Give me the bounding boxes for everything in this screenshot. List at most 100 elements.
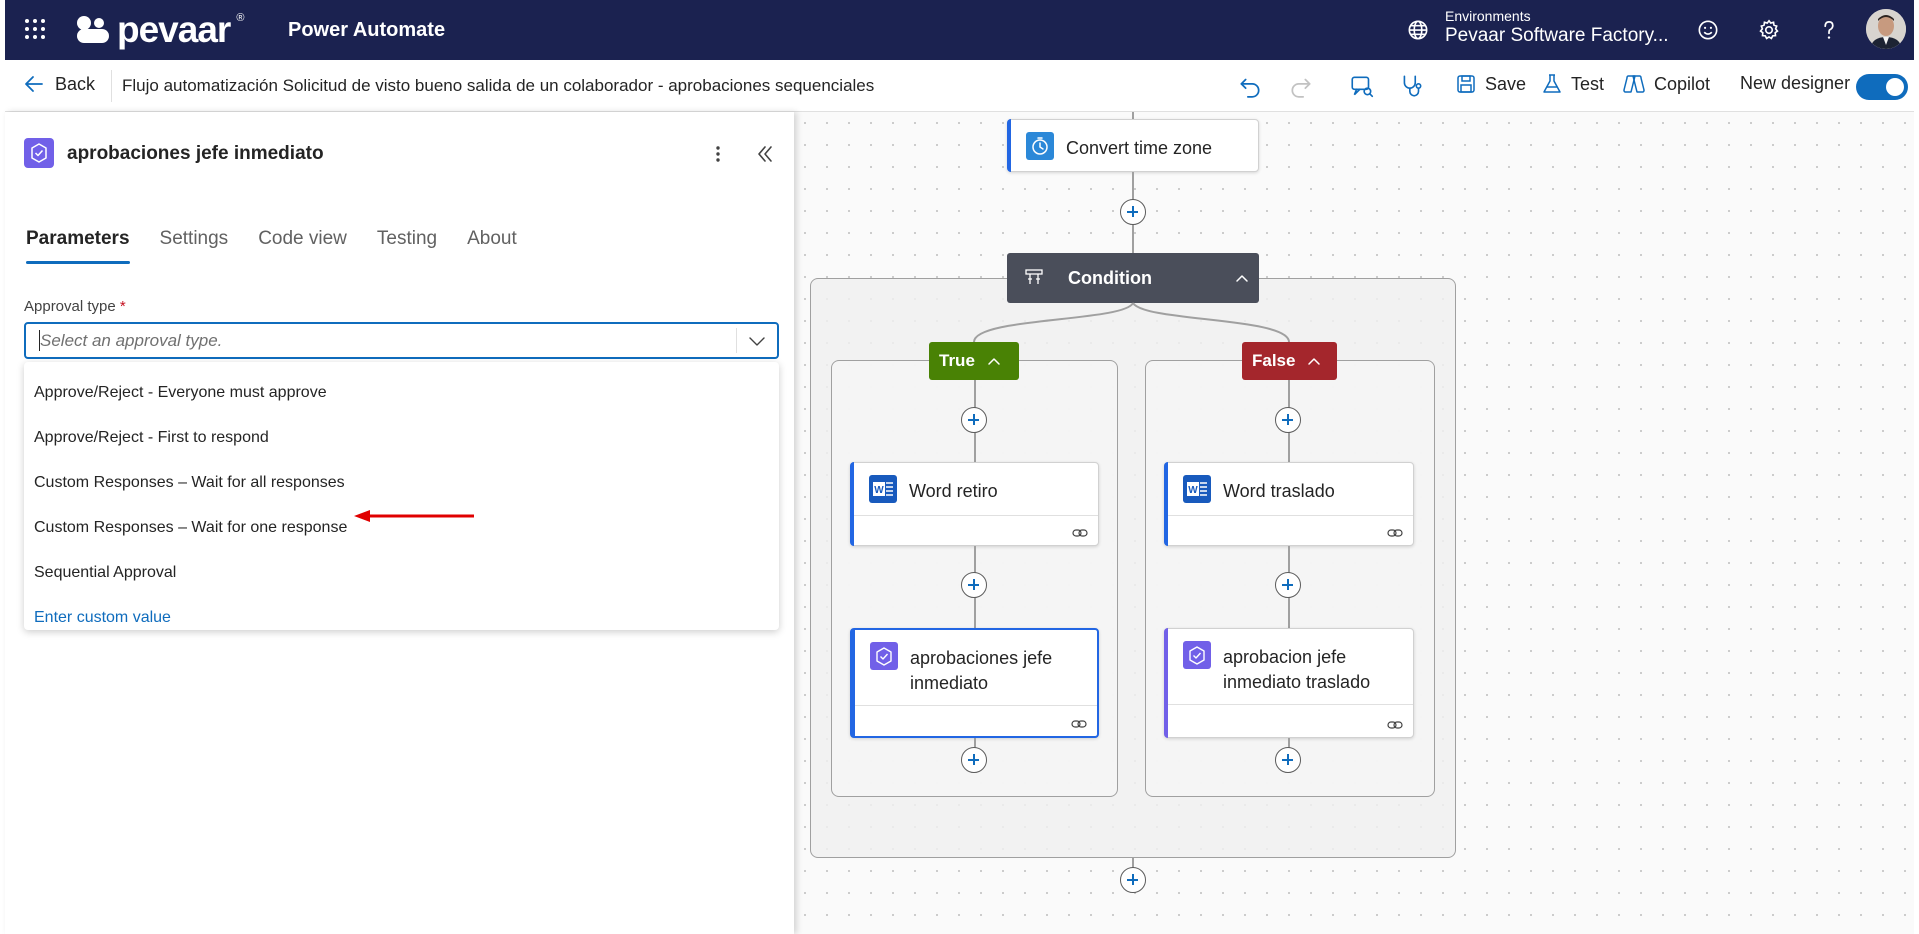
stethoscope-icon[interactable] [1399, 73, 1425, 99]
tab-parameters[interactable]: Parameters [26, 228, 130, 264]
add-step-button[interactable] [961, 407, 987, 433]
add-step-button[interactable] [1275, 572, 1301, 598]
flow-title[interactable]: Flujo automatización Solicitud de visto … [122, 76, 875, 95]
enter-custom-value-option[interactable]: Enter custom value [34, 609, 171, 626]
panel-title[interactable]: aprobaciones jefe inmediato [67, 143, 324, 164]
arrow-left-icon [25, 76, 43, 92]
app-launcher-icon[interactable] [23, 17, 47, 41]
copilot-button[interactable]: Copilot [1622, 73, 1710, 95]
more-options-icon[interactable] [708, 142, 728, 166]
card-title-line: aprobacion jefe [1223, 647, 1347, 667]
redo-icon[interactable] [1288, 73, 1314, 99]
undo-icon[interactable] [1237, 73, 1263, 99]
card-divider [1168, 704, 1413, 705]
link-icon [1072, 529, 1088, 537]
test-button[interactable]: Test [1541, 73, 1604, 95]
chevron-up-icon [988, 358, 1000, 365]
card-accent-bar [1164, 628, 1168, 738]
combobox-separator [736, 328, 737, 353]
flow-canvas[interactable]: Convert time zone Condition True W Word … [794, 112, 1914, 934]
dropdown-option[interactable]: Approve/Reject - First to respond [34, 429, 269, 446]
approval-type-label-text: Approval type [24, 298, 116, 315]
chevron-down-icon[interactable] [745, 329, 769, 353]
dropdown-option[interactable]: Custom Responses – Wait for all response… [34, 474, 345, 491]
new-designer-label: New designer [1740, 73, 1851, 93]
chevron-up-icon[interactable] [1235, 273, 1249, 283]
flow-checker-icon[interactable] [1349, 73, 1375, 99]
aprobaciones-jefe-inmediato-card[interactable]: aprobaciones jefe inmediato [850, 628, 1099, 738]
link-icon [1387, 721, 1403, 729]
svg-text:W: W [874, 485, 884, 496]
tab-settings[interactable]: Settings [159, 228, 229, 249]
clock-icon [1026, 132, 1054, 160]
true-label: True [939, 351, 975, 370]
text-caret [39, 330, 40, 351]
card-title: Convert time zone [1066, 138, 1213, 158]
approval-type-dropdown: Approve/Reject - Everyone must approve A… [24, 362, 779, 630]
condition-label: Condition [1068, 268, 1152, 288]
add-step-button[interactable] [961, 747, 987, 773]
user-avatar[interactable] [1866, 9, 1906, 49]
back-label: Back [55, 73, 96, 94]
card-title-line: inmediato traslado [1223, 672, 1371, 692]
card-divider [1168, 515, 1413, 516]
back-button[interactable]: Back [23, 73, 95, 95]
condition-icon [1025, 269, 1043, 284]
add-step-button[interactable] [961, 572, 987, 598]
environment-globe-icon[interactable] [1405, 17, 1431, 43]
toggle-knob [1886, 78, 1904, 96]
approval-type-combobox[interactable]: Select an approval type. [24, 322, 779, 359]
card-title-line: aprobaciones jefe [910, 648, 1053, 668]
dropdown-option[interactable]: Custom Responses – Wait for one response [34, 519, 348, 536]
feedback-smiley-icon[interactable] [1695, 17, 1721, 43]
environment-name[interactable]: Pevaar Software Factory... [1445, 25, 1669, 46]
word-traslado-card[interactable]: W Word traslado [1164, 462, 1414, 546]
dropdown-option[interactable]: Approve/Reject - Everyone must approve [34, 384, 327, 401]
new-designer-toggle[interactable] [1856, 74, 1908, 100]
add-step-button[interactable] [1275, 407, 1301, 433]
link-icon [1071, 720, 1087, 728]
save-button[interactable]: Save [1455, 73, 1526, 95]
tab-code-view[interactable]: Code view [258, 228, 347, 249]
add-step-button[interactable] [1275, 747, 1301, 773]
condition-header[interactable]: Condition [1007, 253, 1259, 303]
dropdown-option[interactable]: Sequential Approval [34, 564, 177, 581]
app-name[interactable]: Power Automate [288, 19, 446, 41]
false-branch-chip[interactable]: False [1242, 342, 1337, 380]
word-icon: W [1183, 475, 1211, 503]
copilot-label: Copilot [1654, 73, 1711, 94]
pevaar-logo-icon [77, 16, 109, 43]
connector-line [1132, 112, 1134, 119]
copilot-icon [1623, 75, 1645, 93]
red-arrow-annotation [354, 510, 474, 522]
add-step-button[interactable] [1120, 199, 1146, 225]
help-question-icon[interactable] [1816, 17, 1842, 43]
add-step-button[interactable] [1120, 867, 1146, 893]
collapse-panel-icon[interactable] [755, 142, 775, 166]
card-divider [854, 515, 1098, 516]
tab-testing[interactable]: Testing [376, 228, 438, 249]
connector-line [1288, 738, 1290, 750]
tab-about[interactable]: About [467, 228, 517, 249]
svg-text:W: W [1188, 485, 1198, 496]
chevron-up-icon [1308, 358, 1321, 365]
environments-label: Environments [1445, 8, 1531, 24]
logo-text: pevaar [117, 9, 231, 50]
link-icon [1387, 529, 1403, 537]
word-icon: W [869, 475, 897, 503]
card-title: aprobaciones jefe inmediato [910, 646, 1052, 696]
word-retiro-card[interactable]: W Word retiro [850, 462, 1099, 546]
panel-tabs: Parameters Settings Code view Testing Ab… [26, 228, 547, 264]
beaker-icon [1543, 74, 1561, 93]
false-label: False [1252, 351, 1296, 370]
command-bar: Back Flujo automatización Solicitud de v… [5, 60, 1914, 112]
card-accent-bar [851, 629, 855, 737]
settings-gear-icon[interactable] [1756, 17, 1782, 43]
true-branch-chip[interactable]: True [929, 342, 1019, 380]
pevaar-logo[interactable]: pevaar ® [75, 9, 244, 50]
convert-time-zone-card[interactable]: Convert time zone [1007, 119, 1259, 172]
aprobacion-jefe-inmediato-traslado-card[interactable]: aprobacion jefe inmediato traslado [1164, 628, 1414, 738]
card-accent-bar [850, 462, 854, 546]
approval-icon [870, 642, 898, 670]
card-title: Word traslado [1223, 481, 1335, 501]
